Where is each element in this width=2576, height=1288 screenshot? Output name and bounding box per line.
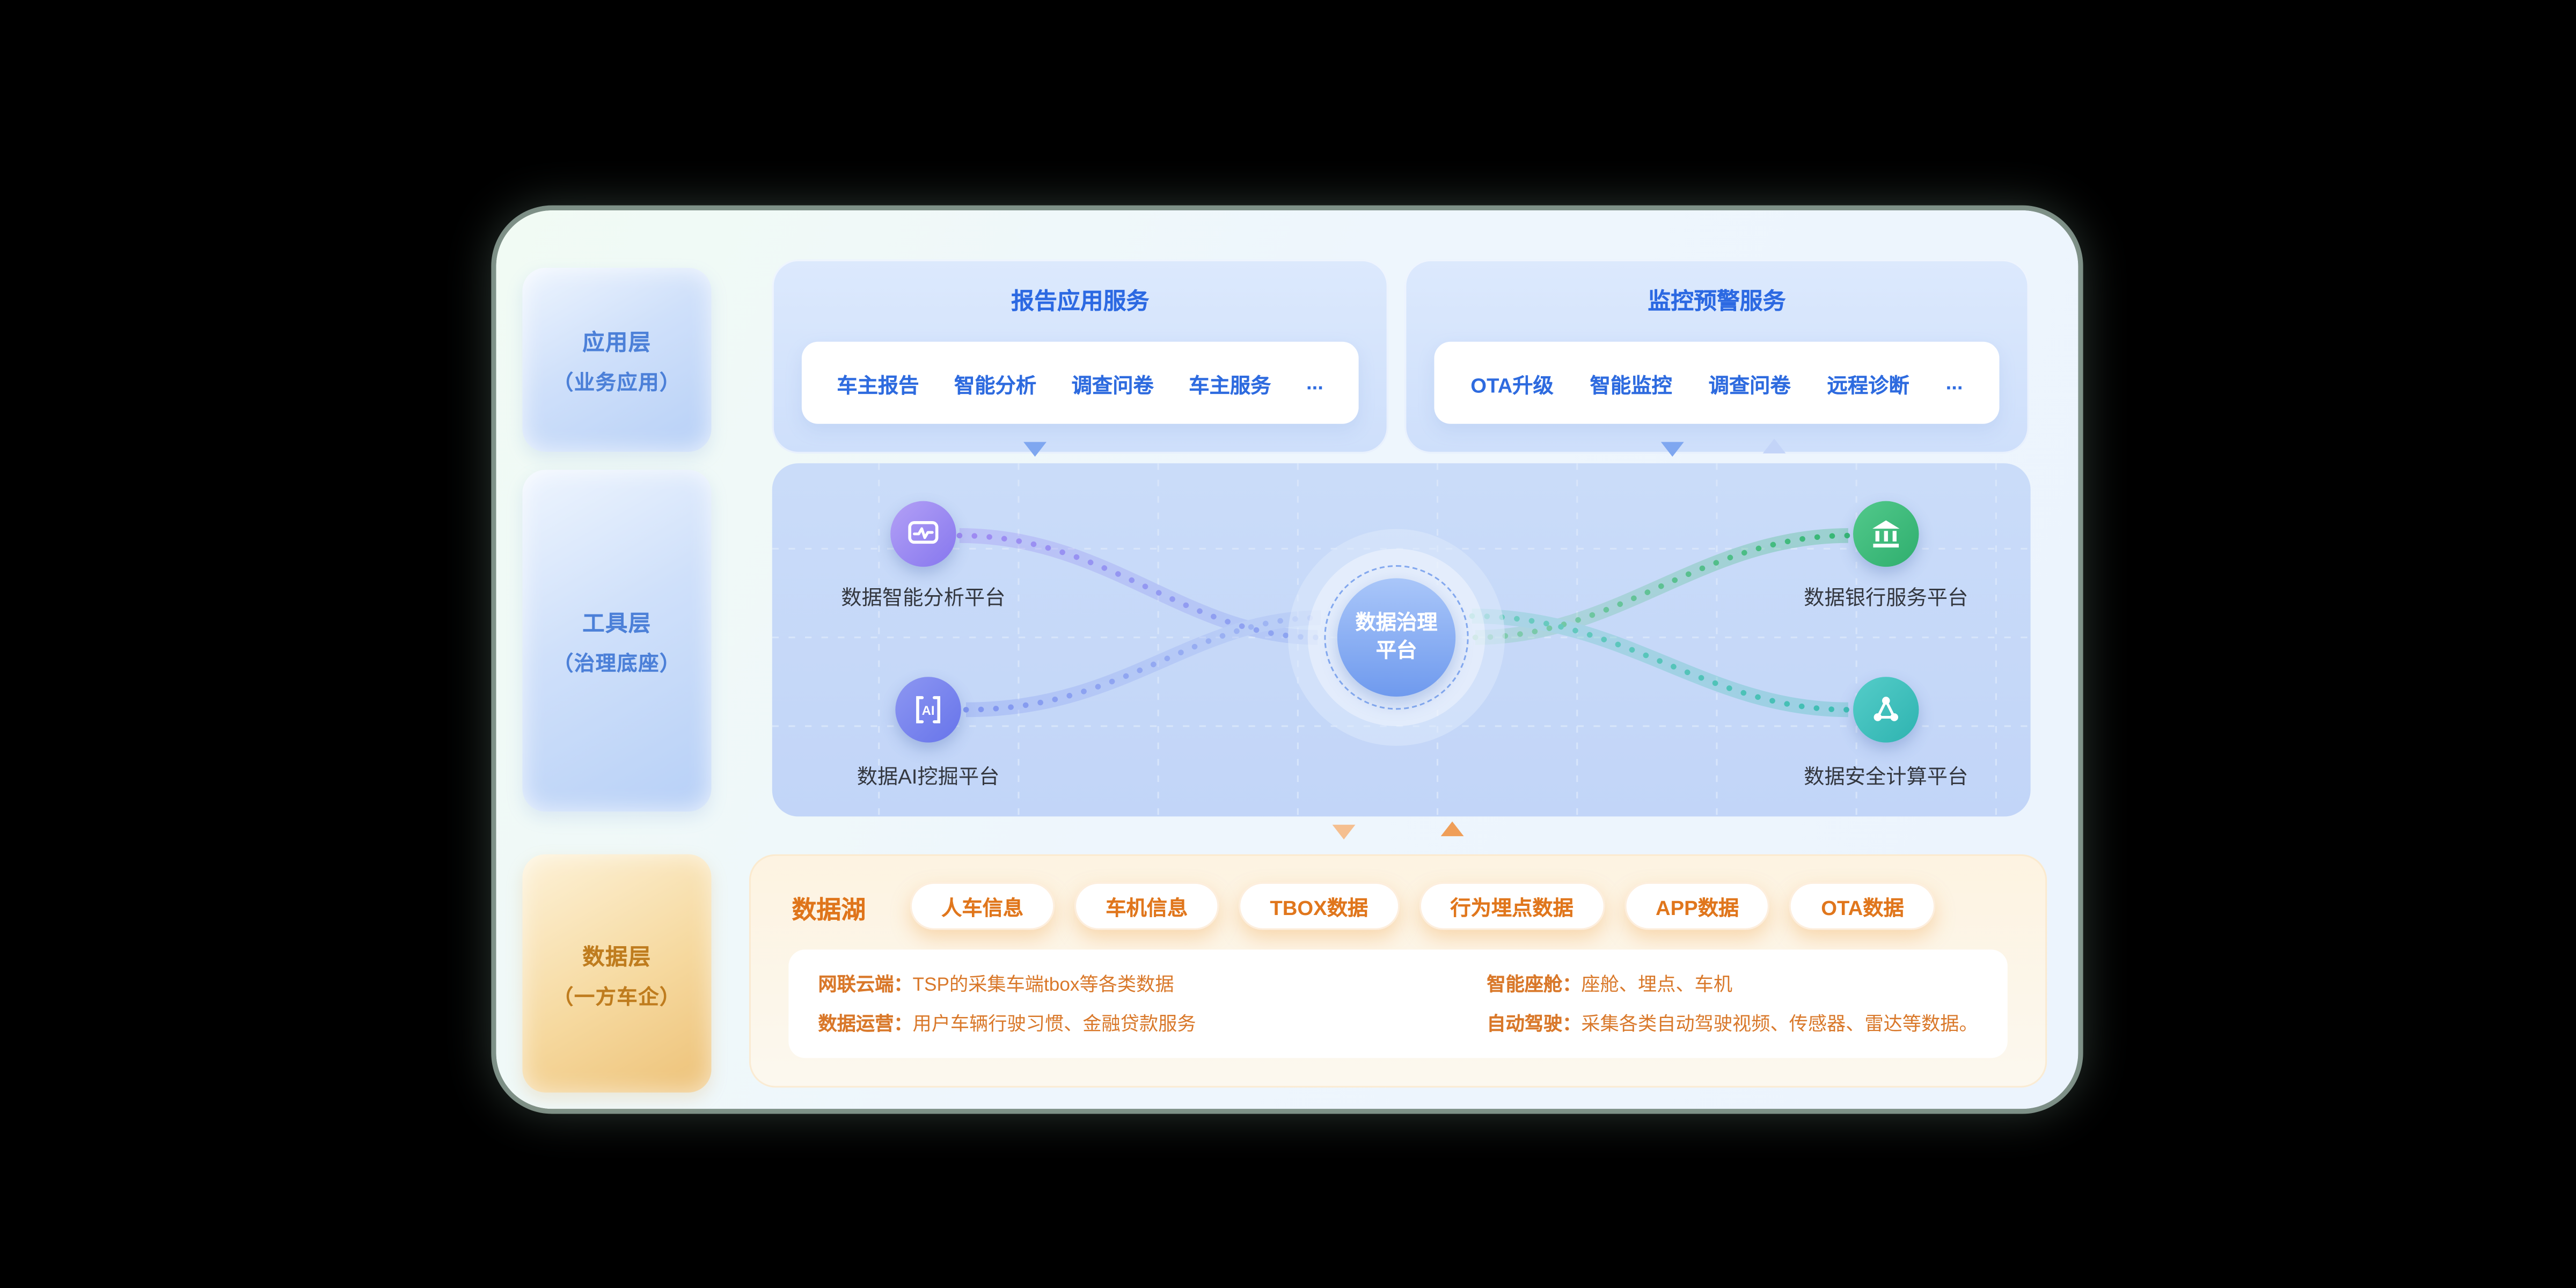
platform-label: 数据安全计算平台	[1804, 765, 1968, 789]
service-item: 智能分析	[954, 374, 1037, 397]
info-line: 智能座舱：座舱、埋点、车机	[1487, 971, 1732, 997]
layer-box-data: 数据层 （一方车企）	[522, 854, 712, 1093]
platform-label: 数据AI挖掘平台	[857, 765, 1000, 789]
layer-title: 工具层	[582, 611, 652, 636]
svg-text:AI: AI	[922, 704, 935, 718]
analytics-platform-node	[890, 501, 956, 567]
layer-title: 应用层	[582, 330, 652, 355]
analytics-icon	[908, 521, 939, 544]
service-item: 调查问卷	[1071, 374, 1154, 397]
lake-tag: TBOX数据	[1239, 882, 1400, 930]
info-line: 自动驾驶：采集各类自动驾驶视频、传感器、雷达等数据。	[1487, 1011, 1978, 1037]
lake-tag: OTA数据	[1790, 882, 1935, 930]
report-service-panel: 报告应用服务 车主报告 智能分析 调查问卷 车主服务 ...	[772, 259, 1388, 453]
layer-subtitle: （治理底座）	[553, 652, 681, 676]
info-text: 座舱、埋点、车机	[1581, 976, 1733, 996]
ai-icon: AI	[916, 696, 941, 723]
service-item: 远程诊断	[1827, 374, 1909, 397]
service-item: 车主服务	[1189, 374, 1271, 397]
panel-title: 报告应用服务	[1011, 287, 1150, 314]
layer-box-tools: 工具层 （治理底座）	[522, 470, 712, 812]
service-item: 调查问卷	[1708, 374, 1791, 397]
layer-subtitle: （业务应用）	[553, 371, 681, 394]
down-arrow-icon	[1023, 442, 1046, 457]
service-items-bar: OTA升级 智能监控 调查问卷 远程诊断 ...	[1434, 341, 2000, 424]
lake-tag: APP数据	[1624, 882, 1770, 930]
info-text: 采集各类自动驾驶视频、传感器、雷达等数据。	[1581, 1015, 1978, 1035]
lake-tag: 人车信息	[910, 882, 1055, 930]
governance-center-label: 平台	[1375, 639, 1417, 662]
service-items-bar: 车主报告 智能分析 调查问卷 车主服务 ...	[801, 341, 1359, 424]
info-label: 数据运营：	[818, 1015, 913, 1035]
governance-center-label: 数据治理	[1355, 611, 1438, 634]
service-item: 车主报告	[837, 374, 919, 397]
layer-box-application: 应用层 （业务应用）	[522, 267, 712, 452]
info-label: 自动驾驶：	[1487, 1015, 1582, 1035]
governance-panel: 数据治理 平台 数据智能分析平台 AI 数据AI挖掘平台	[772, 463, 2031, 817]
up-arrow-icon	[1440, 821, 1464, 837]
share-network-icon	[1874, 697, 1898, 721]
service-item: ...	[1306, 371, 1323, 394]
info-label: 智能座舱：	[1487, 976, 1582, 996]
bank-icon	[1872, 520, 1900, 548]
info-text: TSP的采集车端tbox等各类数据	[912, 976, 1174, 996]
governance-center: 数据治理 平台	[1337, 578, 1456, 697]
info-line: 数据运营：用户车辆行驶习惯、金融贷款服务	[818, 1011, 1196, 1037]
layer-subtitle: （一方车企）	[553, 985, 681, 1008]
security-platform-node	[1853, 677, 1919, 743]
lake-tag: 车机信息	[1074, 882, 1219, 930]
down-arrow-icon	[1332, 824, 1356, 840]
lake-tag: 行为埋点数据	[1419, 882, 1605, 930]
up-arrow-icon	[1762, 438, 1786, 453]
lake-info-box: 网联云端：TSP的采集车端tbox等各类数据 数据运营：用户车辆行驶习惯、金融贷…	[788, 949, 2008, 1058]
center-dashed-ring	[1324, 565, 1469, 710]
main-frame: 应用层 （业务应用） 工具层 （治理底座） 数据层 （一方车企） 报告应用服务 …	[496, 210, 2079, 1109]
platform-label: 数据智能分析平台	[841, 586, 1006, 610]
service-item: 智能监控	[1590, 374, 1672, 397]
down-arrow-icon	[1660, 442, 1684, 457]
layer-title: 数据层	[582, 943, 652, 969]
service-item: ...	[1945, 371, 1963, 394]
panel-title: 监控预警服务	[1648, 287, 1786, 314]
service-item: OTA升级	[1470, 374, 1554, 397]
monitor-service-panel: 监控预警服务 OTA升级 智能监控 调查问卷 远程诊断 ...	[1404, 259, 2029, 453]
platform-label: 数据银行服务平台	[1804, 586, 1968, 610]
lake-title: 数据湖	[792, 897, 866, 925]
data-lake-panel: 数据湖 人车信息 车机信息 TBOX数据 行为埋点数据 APP数据 OTA数据 …	[749, 854, 2047, 1088]
ai-platform-node: AI	[895, 677, 961, 743]
info-label: 网联云端：	[818, 976, 913, 996]
info-text: 用户车辆行驶习惯、金融贷款服务	[912, 1015, 1196, 1035]
flow-dots	[956, 532, 1851, 713]
lake-tags-row: 人车信息 车机信息 TBOX数据 行为埋点数据 APP数据 OTA数据	[910, 882, 1935, 930]
info-line: 网联云端：TSP的采集车端tbox等各类数据	[818, 971, 1174, 997]
bank-platform-node	[1853, 501, 1919, 567]
